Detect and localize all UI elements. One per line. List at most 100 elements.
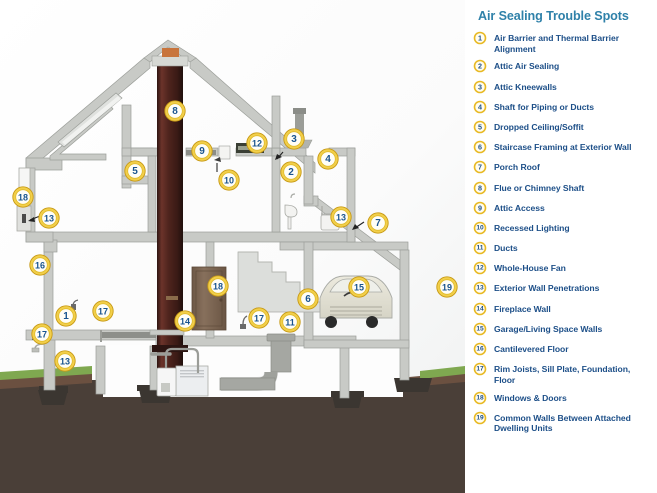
callout-number: 18	[18, 192, 28, 202]
soil-mass	[0, 380, 465, 493]
callout-ducts[interactable]: 11	[279, 311, 301, 333]
legend-item-13[interactable]: 13 Exterior Wall Penetrations	[471, 282, 651, 296]
callout-number: 13	[336, 212, 346, 222]
grass-right	[420, 366, 465, 379]
callout-porch-roof[interactable]: 7	[367, 212, 389, 234]
legend-item-label: Rim Joists, Sill Plate, Foundation, Floo…	[494, 364, 631, 385]
callout-shaft-piping-ducts[interactable]: 4	[317, 148, 339, 170]
callout-garage-living-space-walls[interactable]: 15	[348, 276, 370, 298]
callout-number: 13	[44, 213, 54, 223]
callout-attic-access[interactable]: 9	[191, 140, 213, 162]
callout-number: 3	[291, 134, 297, 145]
callout-arrow-13-upper-head	[28, 217, 35, 222]
duct-vertical-trunk	[270, 337, 292, 373]
svg-text:2: 2	[478, 62, 482, 71]
callout-dropped-ceiling-soffit[interactable]: 5	[124, 160, 146, 182]
duct-shaft-cap	[293, 108, 306, 114]
sink-pedestal	[287, 216, 292, 230]
callout-number: 5	[132, 166, 138, 177]
furnace-louver-1	[180, 370, 204, 372]
callout-cantilevered-floor[interactable]: 16	[29, 254, 51, 276]
sink-basin	[284, 204, 298, 218]
legend-item-label: Flue or Chimney Shaft	[494, 182, 585, 193]
callout-rim-joists-mid[interactable]: 17	[92, 300, 114, 322]
attic-ceiling-kneewall-base	[271, 147, 281, 157]
callout-number: 14	[180, 316, 190, 326]
legend-item-label: Attic Access	[494, 202, 545, 213]
callout-flue-chimney-shaft[interactable]: 8	[164, 100, 186, 122]
fireplace-wall-detail	[149, 296, 185, 336]
foundation-wall-center	[95, 345, 106, 395]
car-grille-slat-2	[330, 310, 382, 312]
footing-far-left	[38, 390, 68, 405]
callout-attic-air-sealing[interactable]: 2	[280, 161, 302, 183]
legend-badge-icon-6: 6	[473, 140, 487, 154]
recessed-light-fixture	[214, 157, 221, 162]
legend-item-label: Exterior Wall Penetrations	[494, 283, 600, 294]
legend-badge-icon-1: 1	[473, 31, 487, 45]
interior-wall-attic-left	[147, 155, 157, 233]
interior-penetration-pipe	[242, 315, 248, 325]
penetration-vent-upper	[22, 214, 26, 223]
legend-item-10[interactable]: 10 Recessed Lighting	[471, 221, 651, 236]
legend-item-label: Recessed Lighting	[494, 222, 570, 233]
svg-text:14: 14	[476, 305, 484, 312]
garage-exterior-wall-right	[399, 249, 410, 381]
callout-number: 10	[224, 175, 234, 185]
interior-wall-bath	[271, 155, 281, 233]
callout-windows-doors-lower[interactable]: 18	[207, 275, 229, 297]
callout-number: 11	[285, 317, 295, 327]
callout-exterior-wall-penetrations-bath[interactable]: 13	[330, 206, 352, 228]
attic-kneewall-right	[271, 95, 281, 149]
callout-number: 19	[442, 282, 452, 292]
duct-boot-top	[266, 333, 296, 342]
callout-windows-doors-upper[interactable]: 18	[12, 186, 34, 208]
svg-text:1: 1	[478, 34, 482, 43]
callout-recessed-lighting[interactable]: 10	[218, 169, 240, 191]
legend-item-2[interactable]: 2 Attic Air Sealing	[471, 60, 651, 74]
legend-item-14[interactable]: 14 Fireplace Wall	[471, 302, 651, 317]
callout-fireplace-wall[interactable]: 14	[174, 310, 196, 332]
legend-item-label: Fireplace Wall	[494, 303, 551, 314]
legend-badge-icon-4: 4	[473, 100, 487, 114]
attic-access-panel	[218, 145, 231, 160]
svg-text:6: 6	[478, 143, 482, 152]
callout-rim-joists-left[interactable]: 17	[31, 323, 53, 345]
sink-faucet	[290, 193, 296, 199]
svg-text:10: 10	[476, 224, 484, 231]
callout-exterior-wall-penetrations-lower[interactable]: 13	[54, 350, 76, 372]
callout-common-walls[interactable]: 19	[436, 276, 458, 298]
svg-text:13: 13	[476, 285, 484, 292]
legend-item-label: Attic Air Sealing	[494, 61, 560, 72]
callout-number: 4	[325, 154, 331, 165]
callout-attic-kneewalls[interactable]: 3	[283, 128, 305, 150]
callout-air-barrier-thermal-alignment[interactable]: 1	[55, 305, 77, 327]
callout-staircase-framing[interactable]: 6	[297, 288, 319, 310]
callout-whole-house-fan[interactable]: 12	[246, 132, 268, 154]
callout-exterior-wall-penetrations-upper[interactable]: 13	[38, 207, 60, 229]
callout-rim-joists-interior[interactable]: 17	[248, 307, 270, 329]
legend-badge-icon-8: 8	[473, 181, 487, 195]
duct-shaft-riser	[295, 113, 304, 146]
skylight-glass	[62, 96, 121, 145]
car-grille-slat-1	[330, 306, 382, 308]
fireplace-mantel	[166, 296, 178, 300]
callout-arrow-7-head	[352, 224, 359, 230]
legend-item-8[interactable]: 8 Flue or Chimney Shaft	[471, 181, 651, 196]
legend-badge-icon-2: 2	[473, 59, 487, 73]
